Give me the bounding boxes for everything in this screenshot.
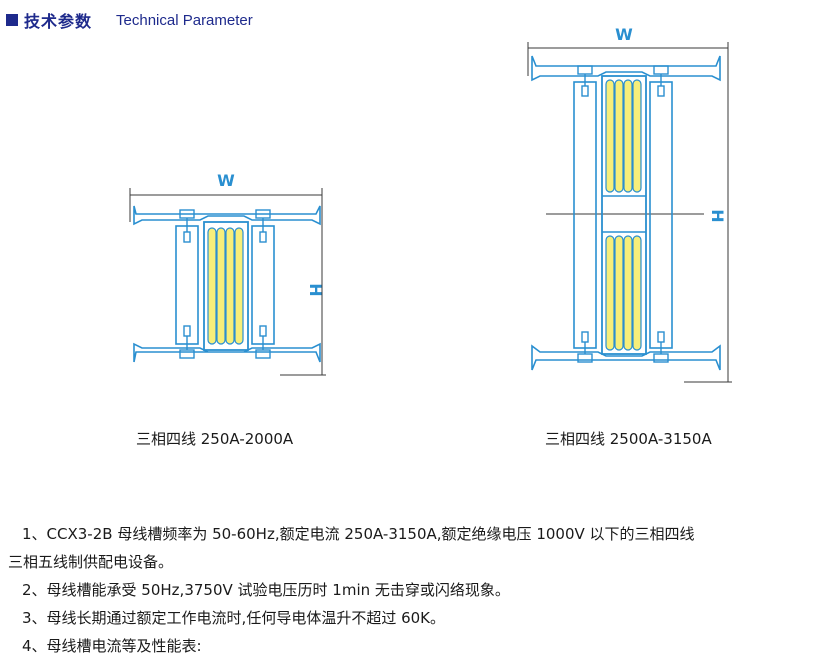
small-height-label: H [306, 283, 325, 296]
small-top-rail [133, 205, 321, 226]
small-bottom-rail [133, 342, 321, 363]
section-header: 技术参数 Technical Parameter [6, 8, 253, 32]
small-bolt-icon [179, 209, 271, 359]
small-busway-diagram: W H [129, 171, 326, 376]
large-bottom-rail [531, 344, 721, 371]
large-right-side-plate [649, 81, 673, 349]
large-bolt-icon [577, 65, 669, 363]
header-square-icon [6, 14, 18, 26]
large-width-label: W [615, 25, 633, 44]
note-item-2: 2、母线槽能承受 50Hz,3750V 试验电压历时 1min 无击穿或闪络现象… [22, 581, 510, 599]
busway-cross-section-diagrams: W H [129, 25, 732, 383]
note-item-1-line-2: 三相五线制供配电设备。 [8, 553, 174, 571]
large-busway-diagram: W H [527, 25, 732, 383]
large-left-side-plate [573, 81, 597, 349]
small-diagram-caption: 三相四线 250A-2000A [136, 430, 294, 448]
technical-notes: 1、CCX3-2B 母线槽频率为 50-60Hz,额定电流 250A-3150A… [8, 520, 816, 660]
large-lower-conductor-bars [605, 235, 642, 351]
large-diagram-caption: 三相四线 2500A-3150A [545, 430, 712, 448]
small-conductor-bars [207, 227, 244, 345]
note-item-1-line-1: 1、CCX3-2B 母线槽频率为 50-60Hz,额定电流 250A-3150A… [22, 525, 695, 543]
large-top-rail [531, 55, 721, 82]
section-title-cn: 技术参数 [24, 12, 93, 31]
small-width-label: W [217, 171, 235, 190]
large-conductor-housing [601, 75, 647, 355]
large-upper-conductor-bars [605, 79, 642, 193]
note-item-3: 3、母线长期通过额定工作电流时,任何导电体温升不超过 60K。 [22, 609, 446, 627]
section-title-en: Technical Parameter [116, 11, 253, 29]
large-height-label: H [708, 209, 727, 222]
small-conductor-housing [203, 221, 249, 351]
note-item-4: 4、母线槽电流等及性能表: [22, 637, 202, 655]
